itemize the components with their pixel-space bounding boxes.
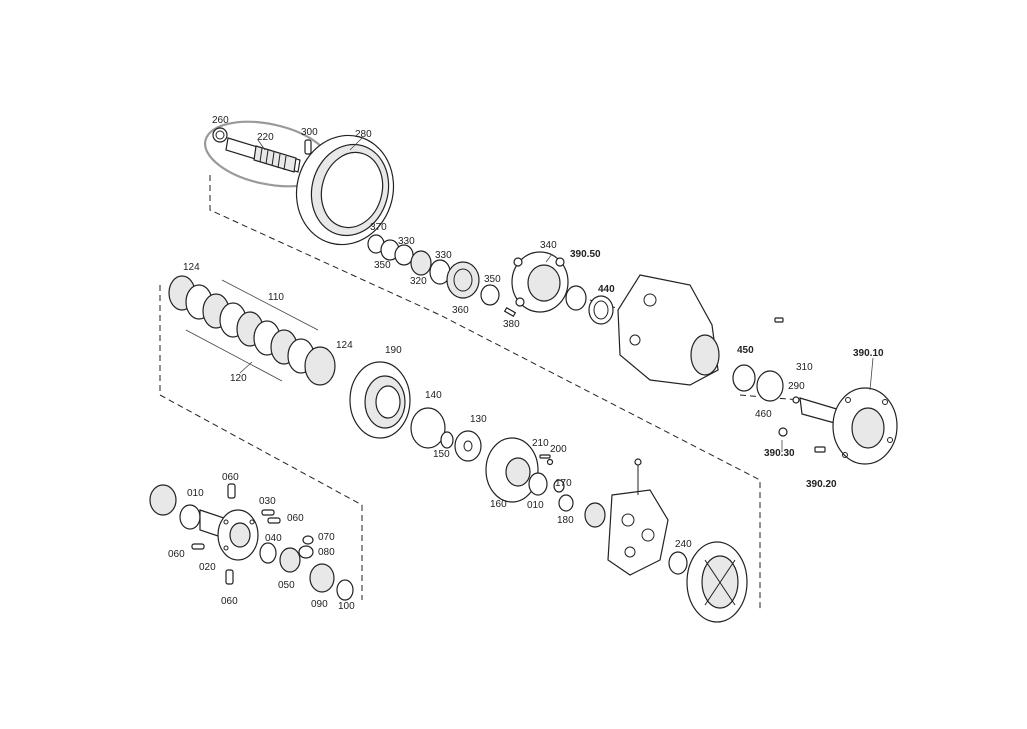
label-240: 240 — [675, 539, 692, 550]
label-124b: 124 — [336, 340, 353, 351]
label-080: 080 — [318, 547, 335, 558]
pinion-shaft-220[interactable] — [199, 111, 337, 196]
label-390-10: 390.10 — [853, 348, 884, 359]
label-110: 110 — [268, 292, 284, 303]
label-200: 200 — [550, 444, 567, 455]
label-124a: 124 — [183, 262, 200, 273]
label-150: 150 — [433, 449, 450, 460]
label-260: 260 — [212, 115, 229, 126]
label-130: 130 — [470, 414, 487, 425]
leader-lines — [239, 137, 874, 452]
lower-planetary-set[interactable] — [149, 483, 354, 601]
label-450: 450 — [737, 345, 754, 356]
label-160: 160 — [490, 499, 507, 510]
label-460: 460 — [755, 409, 772, 420]
label-350b: 350 — [484, 274, 501, 285]
label-320: 320 — [410, 276, 427, 287]
label-390-50: 390.50 — [570, 249, 601, 260]
label-010b: 010 — [187, 488, 204, 499]
label-050: 050 — [278, 580, 295, 591]
label-170: 170 — [555, 478, 572, 489]
output-flange-390-10[interactable] — [778, 387, 898, 465]
label-180: 180 — [557, 515, 574, 526]
label-030: 030 — [259, 496, 276, 507]
label-340: 340 — [540, 240, 557, 251]
label-210: 210 — [532, 438, 549, 449]
label-280: 280 — [355, 129, 372, 140]
ring-gear-280[interactable] — [284, 124, 405, 255]
label-440: 440 — [598, 284, 615, 295]
bearing-stack-upper[interactable] — [367, 234, 517, 318]
label-220: 220 — [257, 132, 274, 143]
label-100: 100 — [338, 601, 355, 612]
label-040: 040 — [265, 533, 282, 544]
differential-case[interactable] — [584, 458, 748, 623]
cover-160[interactable] — [485, 437, 574, 512]
label-140: 140 — [425, 390, 442, 401]
label-090: 090 — [311, 599, 328, 610]
label-380: 380 — [503, 319, 520, 330]
label-010a: 010 — [527, 500, 544, 511]
label-310: 310 — [796, 362, 813, 373]
label-070: 070 — [318, 532, 335, 543]
label-020: 020 — [199, 562, 216, 573]
label-390-30: 390.30 — [764, 448, 795, 459]
label-120: 120 — [230, 373, 247, 384]
part-labels: 260 220 300 280 370 330 350 330 320 360 … — [168, 115, 884, 612]
label-330b: 330 — [435, 250, 452, 261]
label-060d: 060 — [221, 596, 238, 607]
label-390-20: 390.20 — [806, 479, 837, 490]
label-360: 360 — [452, 305, 469, 316]
label-350a: 350 — [374, 260, 391, 271]
label-370: 370 — [370, 222, 387, 233]
label-190: 190 — [385, 345, 402, 356]
planet-carrier-340[interactable] — [511, 251, 569, 313]
seal-rings-140-150-130[interactable] — [410, 407, 482, 462]
seals-390-50-440[interactable] — [565, 285, 614, 325]
label-060b: 060 — [287, 513, 304, 524]
axle-housing[interactable] — [617, 274, 784, 386]
label-060a: 060 — [222, 472, 239, 483]
label-300: 300 — [301, 127, 318, 138]
rings-450-460[interactable] — [732, 364, 784, 402]
clutch-disc-pack[interactable] — [168, 275, 336, 386]
label-060c: 060 — [168, 549, 185, 560]
piston-190[interactable] — [349, 361, 411, 439]
label-290: 290 — [788, 381, 805, 392]
label-330a: 330 — [398, 236, 415, 247]
